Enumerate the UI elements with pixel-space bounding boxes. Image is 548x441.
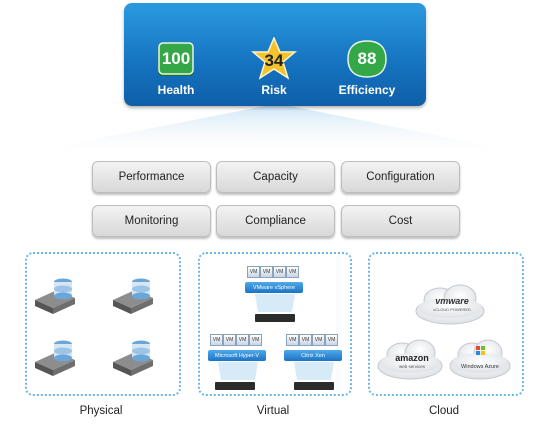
efficiency-label: Efficiency bbox=[338, 83, 396, 97]
vm-icon: VM bbox=[260, 266, 273, 278]
clouds-icon bbox=[377, 284, 511, 380]
cloud-label: Cloud bbox=[428, 405, 460, 417]
vm-icon: VM bbox=[286, 334, 299, 346]
physical-servers-icon bbox=[35, 278, 153, 376]
vm-icon: VM bbox=[223, 334, 236, 346]
virtual-beams bbox=[218, 294, 334, 380]
amazon-cloud-icon bbox=[377, 339, 443, 380]
beam bbox=[30, 105, 520, 152]
vsphere-layer: VMware vSphere bbox=[245, 282, 303, 293]
vm-icon: VM bbox=[286, 266, 299, 278]
risk-value: 34 bbox=[264, 51, 284, 70]
cloud-group: vmware vCLOUD POWERED amazon web service… bbox=[368, 252, 524, 396]
vmware-logo-text: vmware bbox=[435, 296, 469, 306]
azure-cloud-icon bbox=[449, 339, 511, 380]
score-panel: 100 Health 34 Risk 88 Efficiency bbox=[124, 3, 426, 106]
category-cost[interactable]: Cost bbox=[341, 205, 460, 237]
amazon-sub-text: web services bbox=[398, 364, 425, 369]
physical-label: Physical bbox=[79, 405, 123, 417]
server-icon bbox=[215, 382, 255, 390]
category-performance[interactable]: Performance bbox=[92, 161, 211, 193]
hyperv-layer: Microsoft Hyper-V bbox=[208, 350, 266, 361]
risk-star-icon bbox=[251, 37, 297, 80]
azure-logo-text: Windows Azure bbox=[461, 364, 499, 370]
vm-icon: VM bbox=[312, 334, 325, 346]
vm-icon: VM bbox=[249, 334, 262, 346]
category-monitoring[interactable]: Monitoring bbox=[92, 205, 211, 237]
health-value: 100 bbox=[161, 49, 191, 68]
vm-icon: VM bbox=[210, 334, 223, 346]
health-badge-icon bbox=[158, 42, 194, 76]
vmware-cloud-icon bbox=[415, 284, 485, 325]
vmware-sub-text: vCLOUD POWERED bbox=[433, 307, 471, 312]
efficiency-value: 88 bbox=[357, 49, 377, 68]
vm-icon: VM bbox=[273, 266, 286, 278]
amazon-logo-text: amazon bbox=[395, 353, 429, 363]
category-capacity[interactable]: Capacity bbox=[216, 161, 335, 193]
vm-icon: VM bbox=[236, 334, 249, 346]
server-icon bbox=[255, 314, 295, 322]
vm-icon: VM bbox=[247, 266, 260, 278]
physical-group bbox=[25, 252, 181, 396]
health-label: Health bbox=[157, 83, 195, 97]
efficiency-badge-icon bbox=[347, 40, 387, 78]
vm-icon: VM bbox=[299, 334, 312, 346]
xen-layer: Citrix Xen bbox=[284, 350, 342, 361]
vm-icon: VM bbox=[325, 334, 338, 346]
server-icon bbox=[294, 382, 334, 390]
risk-label: Risk bbox=[261, 83, 287, 97]
category-configuration[interactable]: Configuration bbox=[341, 161, 460, 193]
virtual-group: VM VM VM VM VMware vSphere VM VM VM VM M… bbox=[198, 252, 352, 396]
virtual-label: Virtual bbox=[256, 405, 290, 417]
category-compliance[interactable]: Compliance bbox=[216, 205, 335, 237]
